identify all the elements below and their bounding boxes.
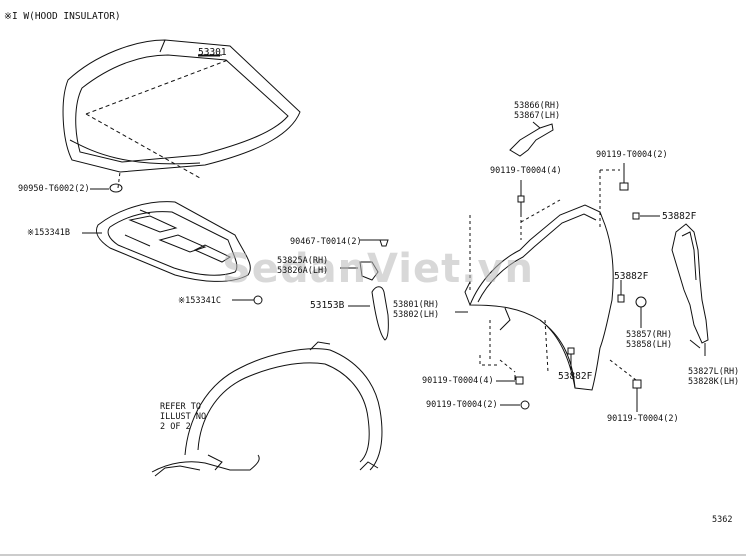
bolt-lower-left4-drawing: [515, 376, 524, 385]
seal-53153b-drawing: [371, 286, 389, 341]
bracket-drawing: [359, 261, 379, 281]
cowl-seal-drawing: [509, 123, 554, 157]
label-bolt-top: 90119-T0004(4): [490, 166, 562, 176]
label-bolt-lower-left4: 90119-T0004(4): [422, 376, 494, 386]
hood-insulator-drawing: [96, 201, 251, 282]
hood-cushion-drawing: [109, 183, 123, 193]
fender-liner-drawing: [151, 341, 383, 477]
label-clip-lower: 53882F: [558, 371, 593, 382]
label-bolt-right-top: 90119-T0004(2): [596, 150, 668, 160]
label-hood-insulator: ※153341B: [27, 228, 70, 238]
bolt-top-drawing: [517, 195, 525, 203]
clip-lower-drawing: [567, 347, 575, 355]
header-note: ※I W(HOOD INSULATOR): [4, 11, 121, 22]
label-fender: 53801(RH) 53802(LH): [393, 300, 440, 320]
pad-drawing: [635, 296, 647, 308]
hood-drawing: [62, 39, 301, 189]
screw-upper-left-drawing: [379, 239, 389, 247]
insulator-clip-drawing: [253, 295, 263, 305]
bolt-lower-right2-drawing: [632, 379, 642, 389]
label-pad: 53857(RH) 53858(LH): [626, 330, 673, 350]
bolt-right-top-drawing: [619, 182, 629, 191]
label-hood: 53301: [198, 47, 227, 58]
label-clip-mid: 53882F: [614, 271, 649, 282]
watermark: SedanViet.vn: [222, 246, 534, 292]
right-liner-drawing: [671, 223, 709, 349]
bolt-lower-left2-drawing: [520, 400, 530, 410]
label-bracket: 53825A(RH) 53826A(LH): [277, 256, 329, 276]
label-screw-upper-left: 90467-T0014(2): [290, 237, 362, 247]
page-code: 5362: [712, 515, 733, 525]
label-hood-cushion: 90950-T6002(2): [18, 184, 90, 194]
label-insulator-clip: ※153341C: [178, 296, 221, 306]
label-right-liner: 53827L(RH) 53828K(LH): [688, 367, 740, 387]
clip-upper-drawing: [632, 212, 640, 220]
label-bolt-lower-right2: 90119-T0004(2): [607, 414, 679, 424]
refer-note: REFER TO ILLUST NO 2 OF 2: [160, 402, 207, 432]
label-bolt-lower-left2: 90119-T0004(2): [426, 400, 498, 410]
clip-mid-drawing: [617, 294, 625, 303]
label-cowl-seal: 53866(RH) 53867(LH): [514, 101, 561, 121]
fender-drawing: [464, 204, 614, 391]
label-clip-upper: 53882F: [662, 211, 697, 222]
label-seal-53153b: 53153B: [310, 300, 345, 311]
